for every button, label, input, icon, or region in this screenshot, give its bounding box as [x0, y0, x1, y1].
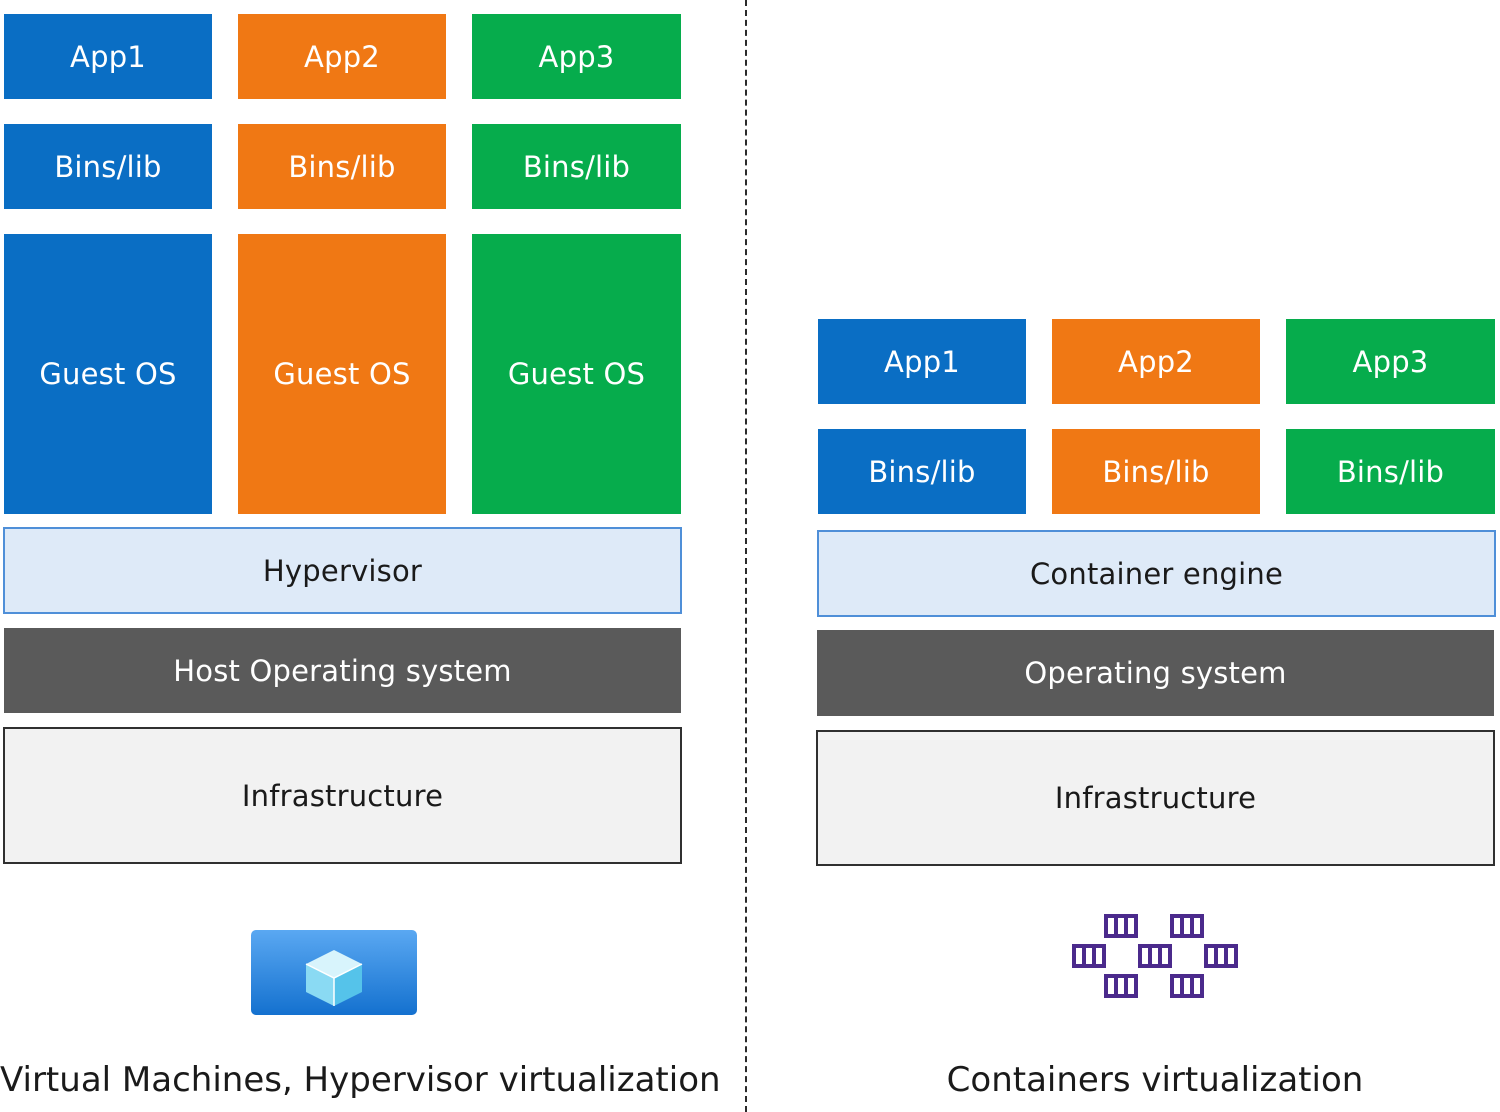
virtual-machine-cube-icon	[251, 930, 417, 1015]
vm-app3-box: App3	[472, 14, 681, 99]
container-os-layer: Operating system	[817, 630, 1494, 716]
hypervisor-layer: Hypervisor	[3, 527, 682, 614]
host-os-layer: Host Operating system	[4, 628, 681, 713]
containers-icon	[1066, 908, 1242, 1008]
vm-bins-lib-3-box: Bins/lib	[472, 124, 681, 209]
vm-infrastructure-layer: Infrastructure	[3, 727, 682, 864]
container-infrastructure-layer: Infrastructure	[816, 730, 1495, 866]
container-bins-lib-2-box: Bins/lib	[1052, 429, 1260, 514]
section-divider	[745, 0, 747, 1112]
containers-caption: Containers virtualization	[946, 1060, 1364, 1100]
vm-guest-os-3-box: Guest OS	[472, 234, 681, 514]
vm-guest-os-1-box: Guest OS	[4, 234, 212, 514]
container-app3-box: App3	[1286, 319, 1495, 404]
vm-caption: Virtual Machines, Hypervisor virtualizat…	[0, 1060, 721, 1100]
vm-app2-box: App2	[238, 14, 446, 99]
container-app2-box: App2	[1052, 319, 1260, 404]
container-bins-lib-1-box: Bins/lib	[818, 429, 1026, 514]
vm-bins-lib-2-box: Bins/lib	[238, 124, 446, 209]
vm-app1-box: App1	[4, 14, 212, 99]
vm-bins-lib-1-box: Bins/lib	[4, 124, 212, 209]
vm-guest-os-2-box: Guest OS	[238, 234, 446, 514]
container-engine-layer: Container engine	[817, 530, 1496, 617]
container-bins-lib-3-box: Bins/lib	[1286, 429, 1495, 514]
container-app1-box: App1	[818, 319, 1026, 404]
